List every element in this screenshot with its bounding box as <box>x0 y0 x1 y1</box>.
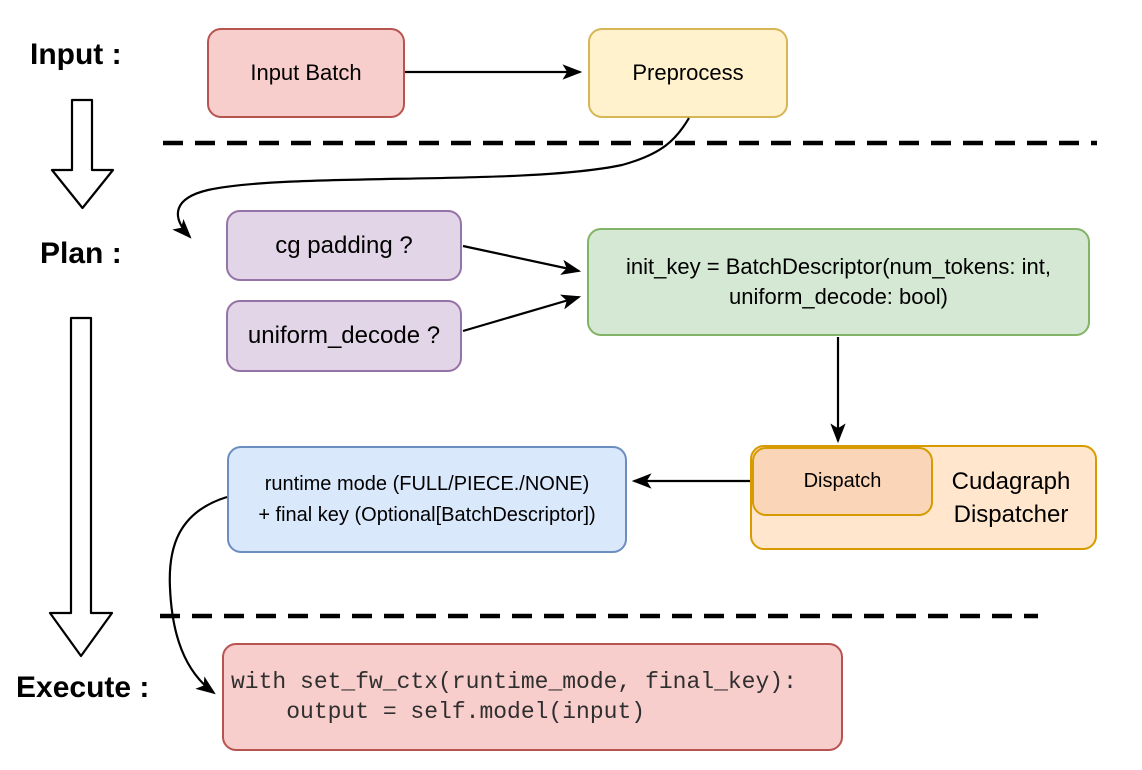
stage-arrow-plan-to-execute <box>48 316 114 658</box>
node-execute-code-line1: with set_fw_ctx(runtime_mode, final_key)… <box>231 669 797 695</box>
node-cg-padding: cg padding ? <box>226 210 462 281</box>
node-uniform-decode: uniform_decode ? <box>226 300 462 372</box>
node-dispatch: Dispatch <box>752 447 933 516</box>
node-preprocess: Preprocess <box>588 28 788 118</box>
node-runtime-result-line1: runtime mode (FULL/PIECE./NONE) <box>264 472 590 495</box>
node-cudagraph-dispatcher-label: Cudagraph Dispatcher <box>951 467 1071 528</box>
node-runtime-result: runtime mode (FULL/PIECE./NONE) + final … <box>227 446 627 553</box>
stage-arrow-input-to-plan <box>50 98 115 210</box>
node-dispatch-label: Dispatch <box>803 470 882 492</box>
node-input-batch: Input Batch <box>207 28 405 118</box>
node-execute-code: with set_fw_ctx(runtime_mode, final_key)… <box>222 643 843 751</box>
arrow-cg-padding-to-init-key <box>462 244 582 275</box>
node-init-key-line2: uniform_decode: bool) <box>729 284 948 309</box>
node-cg-padding-label: cg padding ? <box>275 231 413 259</box>
node-init-key-line1: init_key = BatchDescriptor(num_tokens: i… <box>626 254 1051 279</box>
stage-label-execute: Execute : <box>16 671 150 704</box>
stage-label-plan: Plan : <box>40 237 122 270</box>
arrow-runtime-result-to-execute-code <box>168 495 228 695</box>
node-uniform-decode-label: uniform_decode ? <box>247 322 441 349</box>
arrow-uniform-decode-to-init-key <box>462 294 582 333</box>
node-preprocess-label: Preprocess <box>632 60 744 86</box>
stage-label-input: Input : <box>30 38 122 71</box>
node-runtime-result-line2: + final key (Optional[BatchDescriptor]) <box>258 503 596 526</box>
node-execute-code-line2: output = self.model(input) <box>231 699 646 725</box>
node-init-key: init_key = BatchDescriptor(num_tokens: i… <box>587 228 1090 336</box>
node-input-batch-label: Input Batch <box>250 60 362 86</box>
